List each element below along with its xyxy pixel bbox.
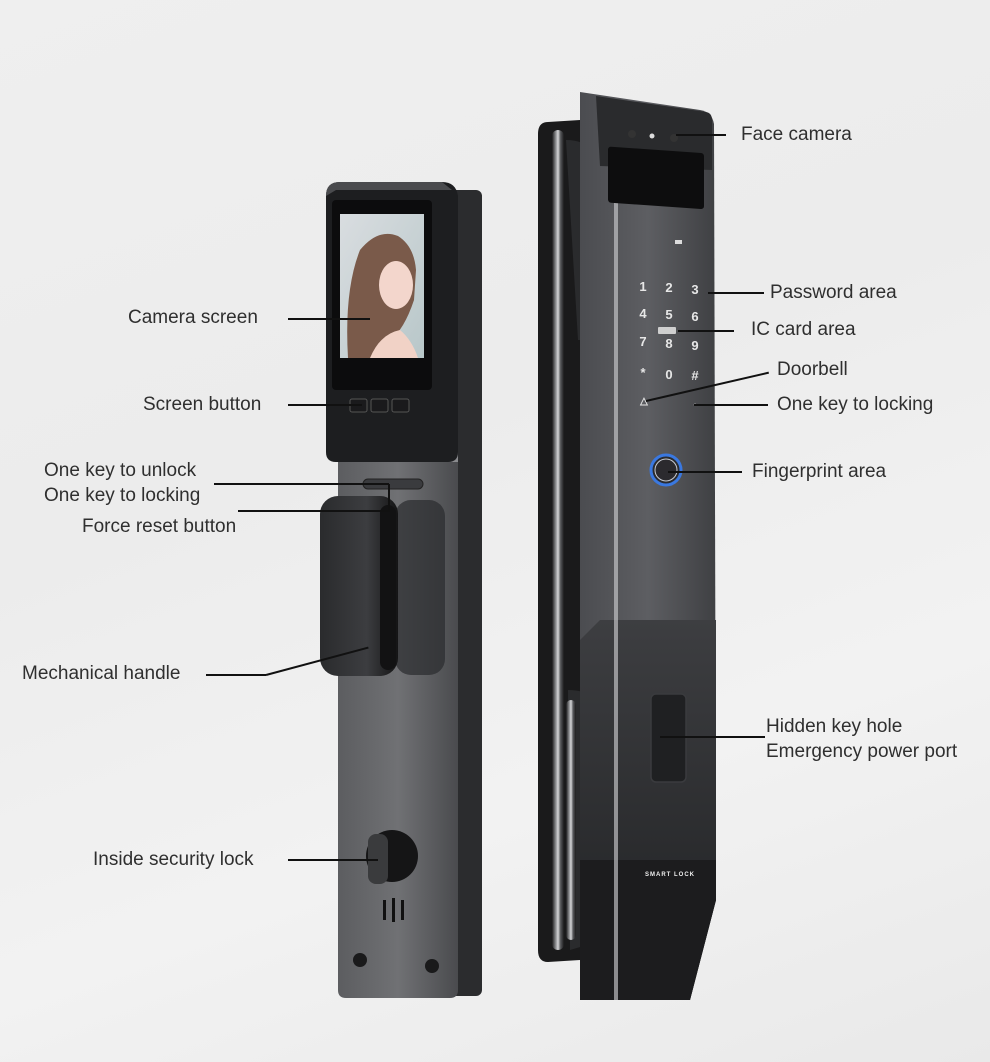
svg-text:7: 7 <box>639 334 646 349</box>
svg-text:3: 3 <box>691 282 698 297</box>
svg-text:△: △ <box>639 396 648 407</box>
leader-line-password-area <box>708 292 764 294</box>
label-hidden-key-hole: Hidden key hole <box>766 716 903 737</box>
svg-text:8: 8 <box>665 336 672 351</box>
label-screen-button: Screen button <box>143 394 262 415</box>
label-ic-card-area: IC card area <box>751 319 856 340</box>
label-face-camera: Face camera <box>741 124 852 145</box>
svg-text:*: * <box>640 365 646 380</box>
label-one-key-locking-right: One key to locking <box>777 394 934 415</box>
label-inside-security-lock: Inside security lock <box>93 849 254 870</box>
label-fingerprint-area: Fingerprint area <box>752 461 887 482</box>
svg-text:6: 6 <box>691 309 698 324</box>
svg-text:1: 1 <box>639 279 646 294</box>
svg-text:4: 4 <box>639 306 647 321</box>
leader-line-fingerprint-area <box>668 471 742 473</box>
svg-text:5: 5 <box>665 307 672 322</box>
leader-line-face-camera <box>676 134 726 136</box>
label-doorbell: Doorbell <box>777 359 848 380</box>
label-camera-screen: Camera screen <box>128 307 258 328</box>
label-emergency-power-port: Emergency power port <box>766 741 958 762</box>
leader-line-one-key-unlock <box>214 483 389 485</box>
label-one-key-locking-left: One key to locking <box>44 485 201 506</box>
svg-text:#: # <box>691 368 699 383</box>
label-mechanical-handle: Mechanical handle <box>22 663 181 684</box>
leader-line-one-key-locking-left <box>238 510 390 512</box>
leader-line-camera-screen <box>288 318 370 320</box>
face-camera-lens <box>608 146 704 210</box>
leader-line-mechanical-handle-h <box>206 674 266 676</box>
leader-line-hidden-key-hole <box>660 736 765 738</box>
inside-panel <box>320 182 482 998</box>
leader-line-one-key-locking-right <box>694 404 768 406</box>
label-password-area: Password area <box>770 282 897 303</box>
outside-panel <box>538 92 716 1000</box>
leader-line-inside-security-lock <box>288 859 378 861</box>
leader-line-ic-card-area <box>678 330 734 332</box>
brand-text: SMART LOCK <box>645 872 695 878</box>
leader-line-screen-button <box>288 404 362 406</box>
leader-line-force-reset-vertical <box>388 484 390 512</box>
svg-text:9: 9 <box>691 338 698 353</box>
svg-text:2: 2 <box>665 280 672 295</box>
label-force-reset: Force reset button <box>82 516 237 537</box>
label-one-key-unlock: One key to unlock <box>44 460 197 481</box>
svg-text:0: 0 <box>665 367 672 382</box>
